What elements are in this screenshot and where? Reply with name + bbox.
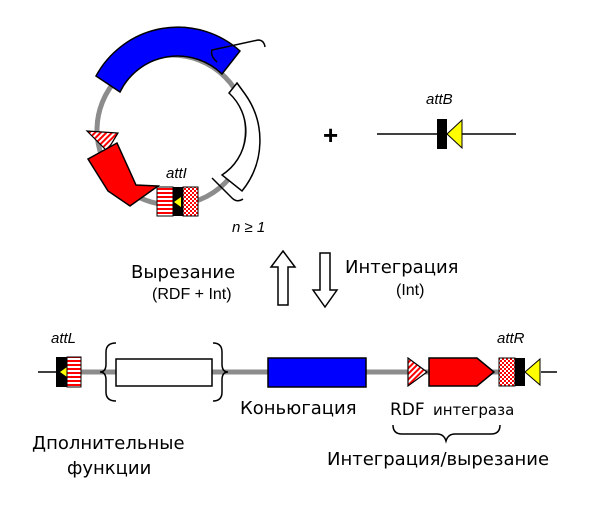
attB-label: attB	[426, 91, 453, 108]
rdf-label: RDF	[390, 400, 425, 420]
excision-detail: (RDF + Int)	[152, 286, 232, 303]
attR-label: attR	[497, 330, 525, 347]
additional-functions-label-line2: функции	[67, 458, 151, 479]
right-brace	[212, 342, 229, 402]
integration-excision-brace	[392, 424, 501, 444]
white-arc-gene	[220, 81, 261, 193]
additional-functions-label-line1: Дполнительные	[32, 433, 185, 454]
conjugation-label: Коньюгация	[240, 398, 357, 419]
arc-bracket-lower	[211, 177, 244, 202]
attB-site	[437, 118, 463, 150]
circle-integrase-arrow	[86, 141, 161, 207]
rdf-arrow	[407, 356, 429, 388]
integrase-label: интеграза	[433, 401, 514, 419]
circle-rdf-arrow	[85, 130, 120, 152]
left-brace	[99, 342, 117, 402]
excision-arrow-up	[269, 249, 297, 306]
integrase-arrow	[428, 357, 496, 387]
conjugation-box	[267, 357, 367, 388]
arc-bracket	[210, 39, 266, 63]
attR-site	[498, 357, 541, 387]
excision-label: Вырезание	[131, 262, 235, 283]
integration-label: Интеграция	[345, 257, 458, 278]
integration-arrow-down	[311, 252, 339, 309]
attI-site	[156, 186, 199, 217]
attL-label: attL	[51, 330, 76, 347]
integration-excision-label: Интеграция/вырезание	[327, 449, 549, 470]
attL-site	[56, 356, 82, 388]
n-ge-1-label: n ≥ 1	[232, 219, 265, 236]
additional-functions-box	[115, 358, 213, 387]
blue-arc-gene	[95, 26, 242, 94]
attI-label: attI	[166, 165, 187, 182]
plus-sign: +	[323, 120, 338, 150]
integration-detail: (Int)	[396, 282, 424, 299]
